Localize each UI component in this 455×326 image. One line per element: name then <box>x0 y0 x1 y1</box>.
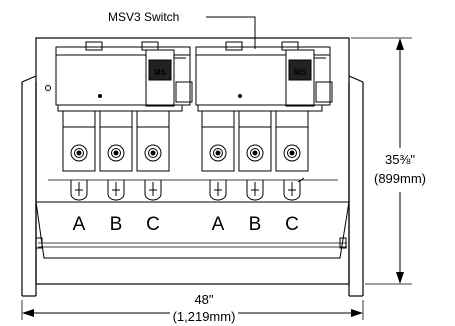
phase-label-a-right: A <box>212 214 225 235</box>
connector-3 <box>144 180 162 201</box>
width-dim-imperial: 48" <box>194 292 213 307</box>
bushing-ring-6 <box>283 144 301 162</box>
phase-label-c-left: C <box>146 214 160 235</box>
switch-top-bracket-right-1 <box>225 41 243 51</box>
fuse-block-6 <box>275 110 309 172</box>
phase-label-b-right: B <box>249 214 262 235</box>
phase-label-c-right: C <box>285 214 299 235</box>
enclosure <box>21 37 364 297</box>
fuse-block-3 <box>136 110 170 172</box>
switch-unit-label-right: MS <box>294 68 307 77</box>
mount-bolt-left <box>45 85 51 91</box>
callout-leader-line <box>206 16 256 49</box>
height-arrow-top <box>396 38 404 50</box>
height-dim-imperial: 35⅜" <box>385 152 415 167</box>
width-dimension: 48" (1,219mm) <box>21 292 364 324</box>
height-arrow-bottom <box>396 272 404 284</box>
switch-top-bracket-left-1 <box>85 41 103 51</box>
operator-panel-right <box>288 59 312 81</box>
terminal-plate <box>35 201 350 259</box>
right-post-top <box>348 75 364 83</box>
height-dim-metric: (899mm) <box>374 171 426 186</box>
terminal-plate-outline <box>35 201 350 259</box>
bushing-ring-2 <box>107 144 125 162</box>
connector-5 <box>246 180 264 201</box>
bushing-ring-5 <box>246 144 264 162</box>
switch-unit-left <box>45 41 193 112</box>
operator-panel-left <box>148 59 172 81</box>
rod-clamp-right <box>339 237 347 249</box>
callout-label: MSV3 Switch <box>108 10 179 24</box>
height-dimension: 35⅜" (899mm) <box>351 37 426 285</box>
phase-label-b-left: B <box>110 214 123 235</box>
cable-connectors <box>48 177 338 201</box>
fuse-block-1 <box>62 110 96 172</box>
bushing-ring-3 <box>144 144 162 162</box>
switch-unit-label-left: MS <box>154 68 167 77</box>
left-post-top <box>21 75 37 83</box>
indicator-dot-left <box>98 94 102 98</box>
switch-top-bracket-left-2 <box>141 41 159 51</box>
fuse-block-4 <box>201 110 235 172</box>
phase-label-a-left: A <box>73 214 86 235</box>
fuse-blocks <box>62 110 309 172</box>
operator-handle-right <box>315 81 333 103</box>
operator-handle-left <box>175 81 193 103</box>
connector-4 <box>209 180 227 201</box>
width-arrow-left <box>22 309 34 317</box>
callout: MSV3 Switch <box>108 10 256 49</box>
connector-2 <box>107 180 125 201</box>
connector-6 <box>283 177 305 201</box>
connector-1 <box>70 180 88 201</box>
bushing-ring-1 <box>70 144 88 162</box>
switch-top-bracket-right-2 <box>281 41 299 51</box>
width-dim-metric: (1,219mm) <box>173 309 236 324</box>
width-arrow-right <box>351 309 363 317</box>
rod-clamp-left <box>35 237 43 249</box>
fuse-block-5 <box>238 110 272 172</box>
phase-labels: A B C A B C <box>73 214 299 235</box>
bushing-ring-4 <box>209 144 227 162</box>
switch-unit-right <box>195 41 333 112</box>
fuse-block-2 <box>99 110 133 172</box>
indicator-dot-right <box>238 94 242 98</box>
